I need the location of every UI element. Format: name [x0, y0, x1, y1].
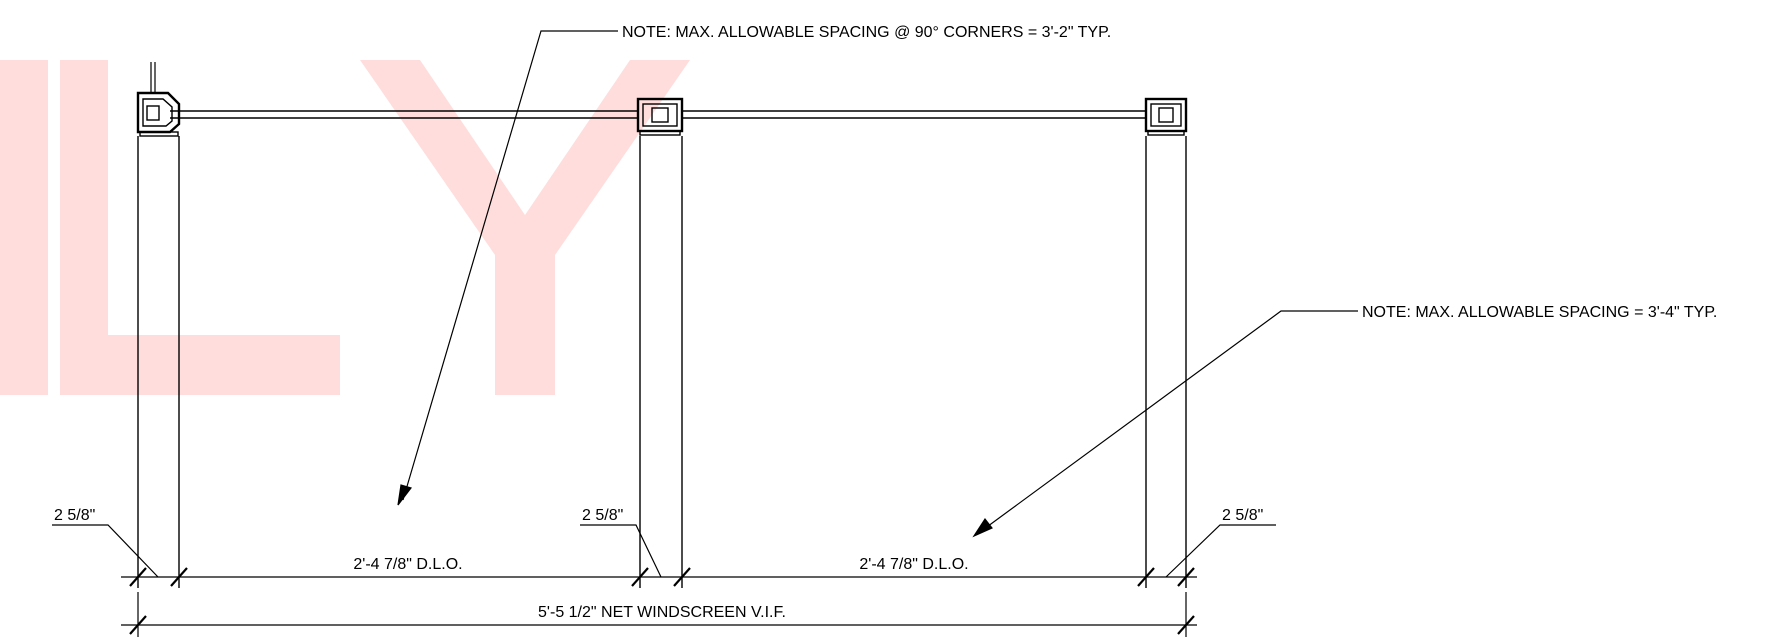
watermark-letter-l — [60, 60, 340, 395]
dim-mullion-center-label: 2 5/8" — [582, 507, 623, 524]
dim-dlo-right-label: 2'-4 7/8" D.L.O. — [859, 556, 968, 573]
end-post-right — [1144, 97, 1188, 136]
dim-mullion-right-label: 2 5/8" — [1222, 507, 1263, 524]
note-typical-spacing: NOTE: MAX. ALLOWABLE SPACING = 3'-4" TYP… — [1362, 304, 1717, 321]
extension-lines — [137, 136, 1187, 588]
note-corner-spacing: NOTE: MAX. ALLOWABLE SPACING @ 90° CORNE… — [622, 24, 1111, 41]
dim-dlo-left-label: 2'-4 7/8" D.L.O. — [353, 556, 462, 573]
dimension-row-detail — [121, 567, 1197, 587]
note-corner-leader — [397, 30, 618, 506]
glass-panel — [170, 110, 1146, 119]
dimension-row-overall — [121, 592, 1197, 637]
watermark — [0, 60, 690, 395]
mullion-leaders — [52, 524, 1276, 578]
note-typical-leader — [972, 310, 1358, 538]
corner-post-left — [136, 62, 181, 137]
dim-overall-label: 5'-5 1/2" NET WINDSCREEN V.I.F. — [538, 604, 786, 621]
watermark-letter-i-bar — [0, 60, 48, 395]
center-post — [636, 97, 684, 136]
dim-mullion-left-label: 2 5/8" — [54, 507, 95, 524]
watermark-letter-y — [360, 60, 690, 395]
